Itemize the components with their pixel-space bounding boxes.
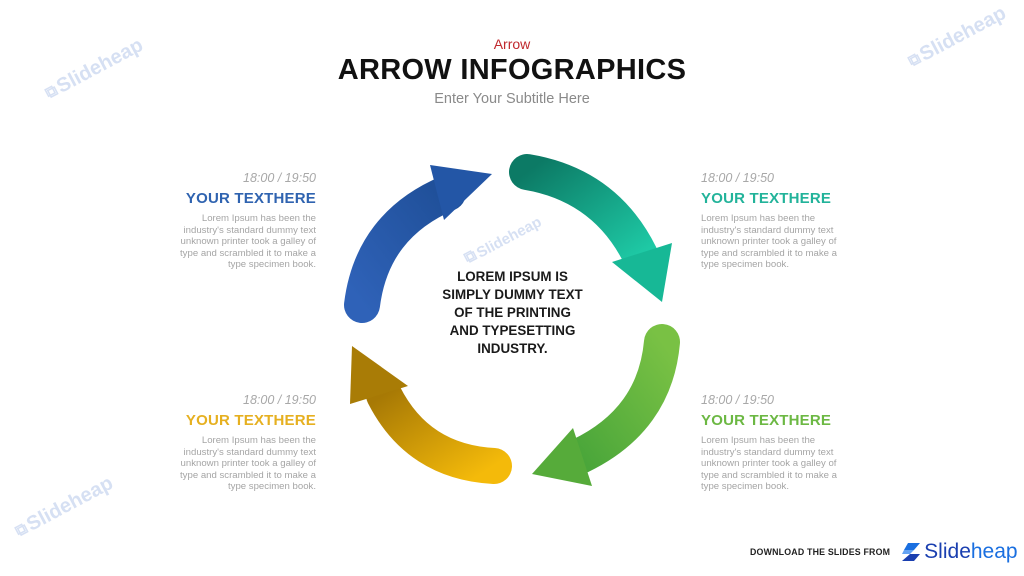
block-time: 18:00 / 19:50 <box>701 393 774 407</box>
text-block-bottom-left: 18:00 / 19:50 YOUR TEXTHERE Lorem Ipsum … <box>166 392 316 493</box>
block-time: 18:00 / 19:50 <box>243 171 316 185</box>
block-heading: YOUR TEXTHERE <box>701 412 832 429</box>
slideheap-logo-icon <box>902 543 921 561</box>
block-body: Lorem Ipsum has been the industry's stan… <box>180 213 316 271</box>
block-time: 18:00 / 19:50 <box>701 171 774 185</box>
text-block-bottom-right: 18:00 / 19:50 YOUR TEXTHERE Lorem Ipsum … <box>701 392 851 493</box>
block-heading: YOUR TEXTHERE <box>185 190 316 207</box>
arrow-teal <box>509 154 672 302</box>
center-statement: LOREM IPSUM IS SIMPLY DUMMY TEXT OF THE … <box>442 269 583 356</box>
slide-kicker: Arrow <box>493 36 531 52</box>
slide-subtitle: Enter Your Subtitle Here <box>434 91 590 107</box>
block-heading: YOUR TEXTHERE <box>185 412 316 429</box>
text-block-top-right: 18:00 / 19:50 YOUR TEXTHERE Lorem Ipsum … <box>701 170 851 271</box>
block-body: Lorem Ipsum has been the industry's stan… <box>701 435 837 493</box>
block-body: Lorem Ipsum has been the industry's stan… <box>180 435 316 493</box>
footer-label: DOWNLOAD THE SLIDES FROM <box>750 547 891 557</box>
arrow-gold <box>350 346 512 484</box>
block-heading: YOUR TEXTHERE <box>701 190 832 207</box>
arrow-green <box>532 324 680 486</box>
slide-title: ARROW INFOGRAPHICS <box>337 54 687 86</box>
arrow-blue <box>344 165 492 323</box>
block-time: 18:00 / 19:50 <box>243 393 316 407</box>
block-body: Lorem Ipsum has been the industry's stan… <box>701 213 837 271</box>
text-block-top-left: 18:00 / 19:50 YOUR TEXTHERE Lorem Ipsum … <box>166 170 316 271</box>
